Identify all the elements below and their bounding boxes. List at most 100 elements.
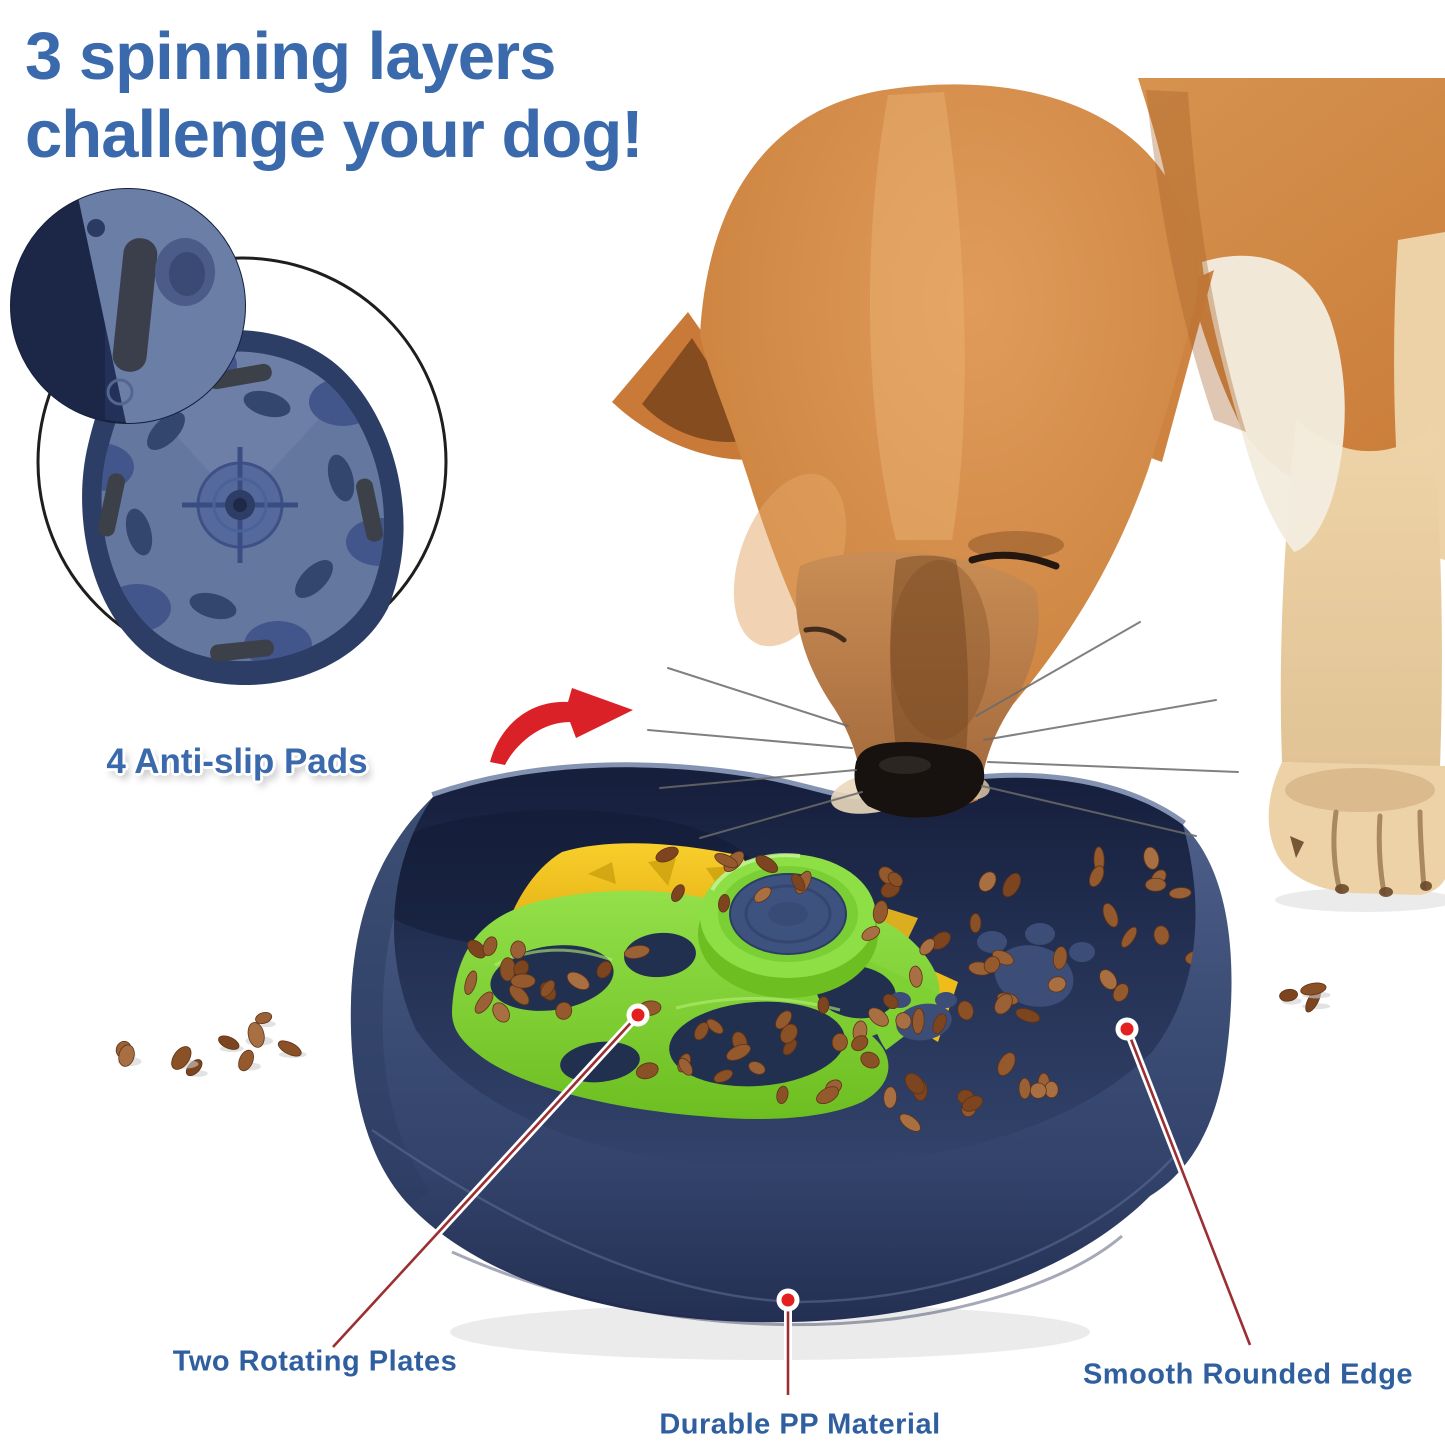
label-anti-slip-pads: 4 Anti-slip Pads	[106, 742, 368, 781]
leader-rotating-plates	[332, 1014, 639, 1348]
kibble-piece	[748, 1061, 766, 1075]
callout-lines	[329, 1003, 1254, 1399]
callout-dot-edge	[1115, 1017, 1139, 1041]
kibble-piece	[791, 873, 806, 892]
paw-claws	[1290, 836, 1432, 897]
bottom-center-hub	[182, 447, 298, 563]
kibble-piece	[510, 940, 526, 960]
kibble-piece	[1121, 926, 1138, 948]
spinner-hub	[698, 853, 878, 998]
kibble-piece	[1144, 877, 1167, 892]
kibble-piece	[969, 913, 982, 934]
kibble-piece	[912, 1007, 925, 1035]
kibble-piece	[780, 1023, 798, 1044]
kibble-piece	[895, 1012, 912, 1030]
kibble-piece	[510, 973, 536, 989]
kibble-piece	[776, 1085, 789, 1104]
kibble-piece	[883, 1086, 898, 1109]
dog-right-eye	[968, 551, 1060, 570]
pad-bottom	[210, 639, 274, 662]
kibble-piece	[596, 960, 612, 979]
kibble-piece	[755, 855, 779, 874]
kibble-piece	[1300, 982, 1327, 996]
kibble-piece	[961, 1095, 983, 1112]
kibble-piece	[831, 1033, 848, 1052]
bowl-shadow	[450, 1304, 1090, 1360]
label-pp-material: Durable PP Material	[659, 1408, 941, 1441]
kibble-piece	[860, 1051, 880, 1069]
dog-left-eye	[803, 626, 847, 643]
kibble-piece	[1047, 976, 1067, 993]
kibble-piece	[887, 871, 903, 887]
kibble-piece	[932, 1013, 947, 1034]
kibble-piece	[997, 1052, 1016, 1077]
kibble-piece	[957, 1000, 974, 1021]
kibble-piece	[464, 970, 478, 995]
kibble-piece	[899, 1113, 921, 1132]
slow-feeder-bowl	[350, 762, 1232, 1327]
kibble-piece	[218, 1035, 240, 1050]
anti-slip-pads	[98, 363, 383, 662]
paw-toes	[1331, 809, 1427, 896]
scattered-kibble	[115, 982, 1331, 1077]
headline: 3 spinning layers challenge your dog!	[25, 18, 644, 174]
kibble-piece	[904, 1072, 925, 1095]
kibble-piece	[706, 1018, 724, 1035]
kibble-piece	[1029, 1082, 1047, 1099]
kibble-piece	[1112, 983, 1129, 1002]
bowl-seam	[371, 1128, 1181, 1304]
kibble-piece	[872, 900, 889, 924]
dog-chest	[1202, 255, 1345, 552]
kibble-piece	[1002, 872, 1021, 898]
dog	[612, 78, 1445, 912]
kibble-piece	[482, 936, 498, 957]
kibble-piece	[678, 1057, 693, 1076]
kibble-piece	[671, 884, 685, 903]
kibble-piece	[983, 956, 1001, 974]
kibble-piece	[726, 1043, 751, 1061]
kibble-piece	[718, 894, 730, 913]
kibble-piece	[555, 1001, 573, 1020]
kibble-piece	[474, 991, 494, 1014]
kibble-piece	[861, 926, 881, 941]
headline-line2: challenge your dog!	[25, 97, 644, 172]
kibble-piece	[566, 971, 590, 991]
kibble-piece	[1279, 988, 1298, 1002]
kibble-piece	[1099, 969, 1118, 990]
callout-dot-material	[776, 1288, 800, 1312]
callout-dot-rotating	[626, 1003, 650, 1027]
kibble-piece	[508, 984, 530, 1006]
kibble-piece	[714, 853, 738, 868]
kibble-piece	[1018, 1077, 1031, 1100]
kibble-piece	[994, 993, 1013, 1015]
kibble-piece	[277, 1040, 302, 1057]
kibble-piece	[247, 1022, 265, 1048]
kibble-piece	[492, 1002, 510, 1023]
kibble-piece	[978, 871, 997, 892]
kibble-piece	[238, 1049, 254, 1072]
label-rotating-plates: Two Rotating Plates	[172, 1345, 458, 1378]
inset-anti-slip	[10, 188, 448, 686]
kibble-piece	[816, 1086, 840, 1105]
kibble-piece	[817, 996, 830, 1014]
kibble-piece	[775, 1010, 793, 1030]
kibble-piece	[118, 1044, 135, 1067]
headline-line1: 3 spinning layers	[25, 19, 556, 94]
kibble-piece	[255, 1012, 273, 1024]
kibble-piece	[1052, 946, 1068, 970]
pad-right	[356, 478, 383, 542]
kibble-piece	[694, 1022, 709, 1041]
kibble-piece	[1044, 1080, 1059, 1099]
kibble-piece	[919, 938, 936, 956]
pad-left	[98, 473, 125, 537]
kibble-piece	[713, 1069, 734, 1083]
kibble-piece	[1088, 865, 1105, 888]
label-smooth-edge: Smooth Rounded Edge	[1082, 1358, 1414, 1391]
kibble-piece	[882, 993, 899, 1010]
dog-whiskers	[647, 621, 1239, 839]
leader-smooth-edge	[1125, 1028, 1252, 1346]
kibble-piece	[1153, 925, 1170, 946]
spin-arrow-icon	[490, 688, 633, 765]
